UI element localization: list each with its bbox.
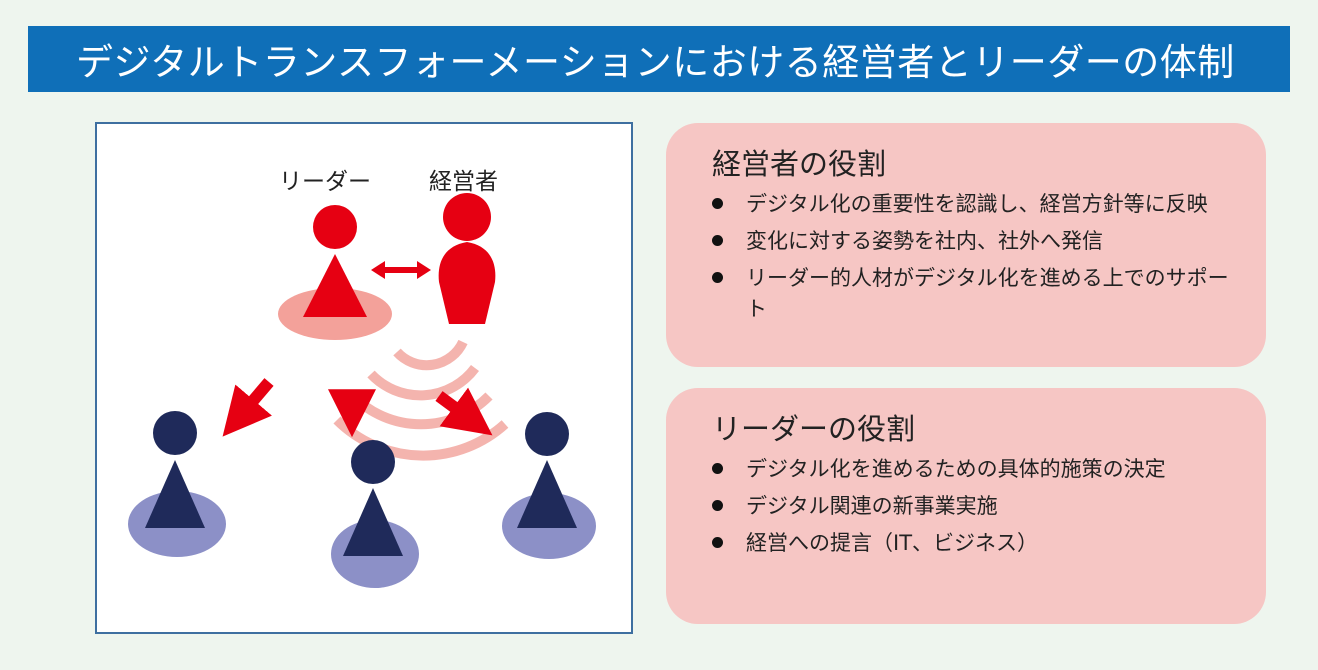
list-item: デジタル化を進めるための具体的施策の決定: [712, 454, 1232, 485]
two-way-arrow-right-head: [417, 261, 431, 279]
list-item: 経営への提言（IT、ビジネス）: [712, 528, 1232, 559]
bullet-icon: [712, 500, 723, 511]
arrow-to-member-right: [435, 387, 493, 436]
wave-arc-1: [393, 339, 468, 371]
bullet-icon: [712, 272, 723, 283]
member-figure-right: [502, 412, 596, 559]
executive-role-box: 経営者の役割 デジタル化の重要性を認識し、経営方針等に反映 変化に対する姿勢を社…: [666, 123, 1266, 367]
executive-role-list: デジタル化の重要性を認識し、経営方針等に反映 変化に対する姿勢を社内、社外へ発信…: [712, 189, 1232, 325]
leader-figure: [303, 205, 367, 317]
executive-body: [438, 242, 496, 324]
list-item-text: リーダー的人材がデジタル化を進める上でのサポート: [746, 266, 1229, 321]
list-item: リーダー的人材がデジタル化を進める上でのサポート: [712, 263, 1232, 325]
member-right-head: [525, 412, 569, 456]
arrow-to-member-left: [222, 378, 274, 437]
list-item-text: デジタル化の重要性を認識し、経営方針等に反映: [746, 192, 1208, 216]
bullet-icon: [712, 235, 723, 246]
list-item-text: デジタル関連の新事業実施: [746, 494, 998, 518]
bullet-icon: [712, 463, 723, 474]
leader-label: リーダー: [279, 169, 371, 195]
list-item-text: 変化に対する姿勢を社内、社外へ発信: [746, 229, 1103, 253]
bullet-icon: [712, 198, 723, 209]
list-item: 変化に対する姿勢を社内、社外へ発信: [712, 226, 1232, 257]
communication-waves: [333, 339, 509, 461]
bullet-icon: [712, 537, 723, 548]
two-way-arrow: [371, 261, 431, 279]
wave-arc-2: [367, 364, 480, 401]
leader-body: [303, 254, 367, 317]
downward-arrows: [222, 378, 493, 438]
org-diagram: [128, 193, 596, 588]
leader-role-list: デジタル化を進めるための具体的施策の決定 デジタル関連の新事業実施 経営への提言…: [712, 454, 1232, 559]
leader-role-box: リーダーの役割 デジタル化を進めるための具体的施策の決定 デジタル関連の新事業実…: [666, 388, 1266, 624]
member-figure-center: [331, 440, 419, 588]
member-right-body: [517, 460, 577, 528]
member-center-head: [351, 440, 395, 484]
member-left-head: [153, 411, 197, 455]
list-item: デジタル関連の新事業実施: [712, 491, 1232, 522]
list-item-text: 経営への提言（IT、ビジネス）: [746, 531, 1039, 555]
leader-head: [313, 205, 357, 249]
member-left-body: [145, 460, 205, 528]
list-item-text: デジタル化を進めるための具体的施策の決定: [746, 457, 1166, 481]
diagram-panel: リーダー 経営者: [95, 122, 633, 634]
two-way-arrow-left-head: [371, 261, 385, 279]
executive-role-title: 経営者の役割: [712, 147, 887, 181]
page-title: デジタルトランスフォーメーションにおける経営者とリーダーの体制: [28, 26, 1290, 92]
executive-label: 経営者: [429, 169, 498, 195]
leader-role-title: リーダーの役割: [712, 412, 916, 446]
page-title-text: デジタルトランスフォーメーションにおける経営者とリーダーの体制: [76, 41, 1235, 84]
executive-figure: [438, 193, 496, 324]
member-center-body: [343, 488, 403, 556]
list-item: デジタル化の重要性を認識し、経営方針等に反映: [712, 189, 1232, 220]
member-figure-left: [128, 411, 226, 557]
executive-head: [443, 193, 491, 241]
